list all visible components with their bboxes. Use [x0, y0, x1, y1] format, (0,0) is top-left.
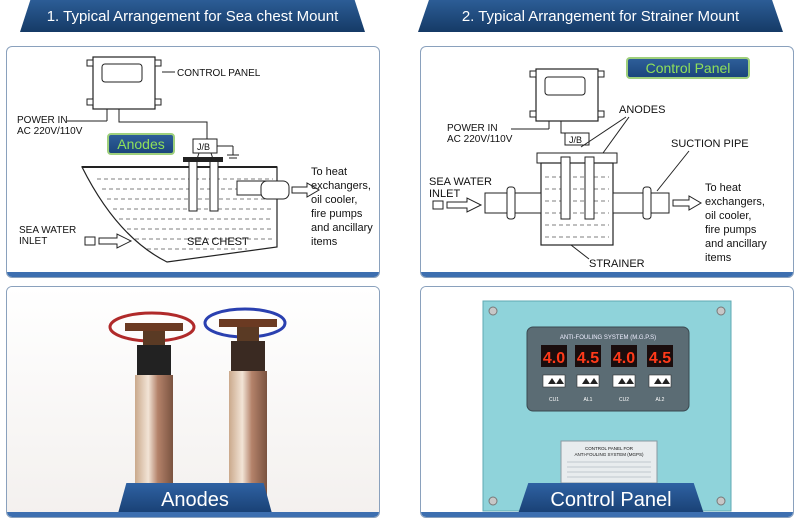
anode-rod-2	[209, 160, 219, 212]
tab-sea-chest-mount: 1. Typical Arrangement for Sea chest Mou…	[20, 0, 365, 32]
anodes-label: ANODES	[619, 104, 665, 116]
strainer-diagram-panel: POWER IN AC 220V/110V J/B ANODES SUCTION…	[420, 46, 794, 278]
junction-box-label: J/B	[569, 135, 582, 145]
power-voltage-label: AC 220V/110V	[447, 134, 513, 145]
control-panel-photo-panel: ANTI-FOULING SYSTEM (M.G.P.S) 4.0 4.5 4.…	[420, 286, 794, 518]
outlet-line-2: exchangers,	[311, 180, 371, 192]
display-4: 4.5	[649, 350, 671, 367]
channel-1: CU1	[549, 397, 559, 403]
outlet-line-2: exchangers,	[705, 196, 765, 208]
plate-line-2: ANTI-FOULING SYSTEM (MGPS)	[574, 452, 644, 457]
display-2: 4.5	[577, 350, 599, 367]
channel-4: AL2	[656, 397, 665, 403]
outlet-line-3: oil cooler,	[311, 194, 357, 206]
channel-2: AL1	[584, 397, 593, 403]
channel-3: CU2	[619, 397, 629, 403]
outlet-line-5: and ancillary	[311, 222, 373, 234]
outlet-line-5: and ancillary	[705, 238, 767, 250]
display-3: 4.0	[613, 350, 635, 367]
display-1: 4.0	[543, 350, 565, 367]
sea-chest-diagram-panel: CONTROL PANEL POWER IN AC 220V/110V J/B	[6, 46, 380, 278]
anodes-caption: Anodes	[117, 483, 273, 517]
inlet-label-2: INLET	[19, 236, 47, 247]
strainer-body	[540, 162, 614, 246]
anodes-photo-panel: Anodes	[6, 286, 380, 518]
inlet-label-1: SEA WATER	[19, 225, 76, 236]
anode-rod-1	[560, 156, 571, 220]
strainer-diagram: POWER IN AC 220V/110V J/B ANODES SUCTION…	[429, 68, 767, 270]
tab-sea-chest-label: 1. Typical Arrangement for Sea chest Mou…	[46, 7, 339, 25]
panel-accent-bar	[7, 272, 379, 277]
tab-strainer-mount: 2. Typical Arrangement for Strainer Moun…	[418, 0, 783, 32]
outlet-line-6: items	[705, 252, 732, 264]
control-panel-photo: ANTI-FOULING SYSTEM (M.G.P.S) 4.0 4.5 4.…	[421, 287, 793, 517]
junction-box	[564, 132, 590, 146]
strainer-label: STRAINER	[589, 258, 645, 270]
junction-box-label: J/B	[197, 142, 210, 152]
sea-chest-hull	[81, 166, 278, 263]
anodes-highlight-tag: Anodes	[107, 133, 175, 155]
control-panel-label: CONTROL PANEL	[177, 68, 261, 79]
panel-accent-bar	[421, 512, 793, 517]
control-panel-caption: Control Panel	[517, 483, 705, 517]
panel-accent-bar	[421, 272, 793, 277]
control-panel-highlight-tag: Control Panel	[626, 57, 750, 79]
system-title: ANTI-FOULING SYSTEM (M.G.P.S)	[560, 335, 656, 341]
outlet-line-3: oil cooler,	[705, 210, 751, 222]
power-in-label: POWER IN	[17, 115, 68, 126]
outlet-line-4: fire pumps	[311, 208, 363, 220]
plate-line-1: CONTROL PANEL FOR	[585, 446, 634, 451]
inlet-label-1: SEA WATER	[429, 176, 492, 188]
tab-strainer-label: 2. Typical Arrangement for Strainer Moun…	[461, 7, 740, 25]
anode-rod-1	[188, 160, 198, 212]
inlet-label-2: INLET	[429, 188, 460, 200]
power-voltage-label: AC 220V/110V	[17, 126, 83, 137]
sea-chest-diagram: CONTROL PANEL POWER IN AC 220V/110V J/B	[17, 56, 373, 263]
outlet-line-4: fire pumps	[705, 224, 757, 236]
power-in-label: POWER IN	[447, 123, 498, 134]
panel-accent-bar	[7, 512, 379, 517]
outlet-line-1: To heat	[311, 166, 347, 178]
outlet-line-6: items	[311, 236, 338, 248]
outlet-line-1: To heat	[705, 182, 741, 194]
suction-pipe-label: SUCTION PIPE	[671, 138, 749, 150]
control-panel-box	[92, 56, 156, 110]
sea-chest-label: SEA CHEST	[187, 236, 249, 248]
anode-rod-2	[584, 156, 595, 220]
